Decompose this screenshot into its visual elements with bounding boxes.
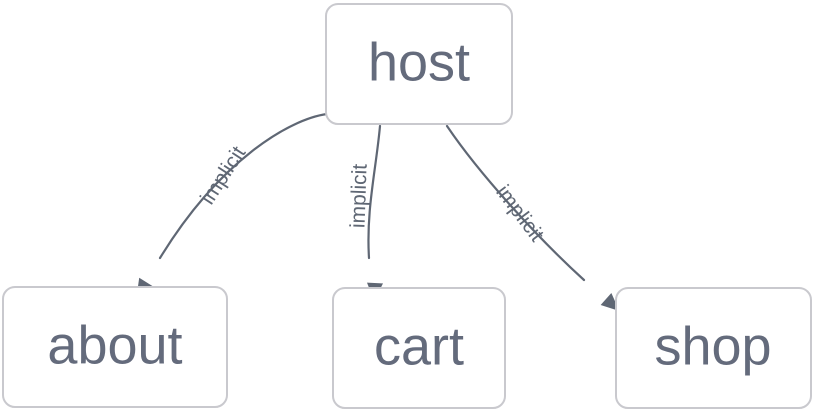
edge-label-host-shop: implicit bbox=[491, 181, 548, 246]
node-about-label: about bbox=[47, 315, 182, 375]
edge-path-host-about bbox=[158, 112, 329, 260]
nodes-layer: host about cart shop bbox=[2, 3, 812, 409]
node-cart[interactable]: cart bbox=[332, 287, 506, 409]
edge-label-host-about: implicit bbox=[196, 142, 250, 208]
node-host-label: host bbox=[368, 32, 470, 92]
edge-path-host-shop bbox=[445, 124, 586, 282]
node-cart-rect bbox=[332, 287, 506, 409]
edge-label-host-cart: implicit bbox=[346, 163, 371, 228]
edge-path-host-cart bbox=[367, 124, 382, 260]
node-host[interactable]: host bbox=[325, 3, 513, 125]
node-about-rect bbox=[2, 286, 228, 408]
arrowhead-host-shop bbox=[600, 293, 620, 312]
node-host-rect bbox=[325, 3, 513, 125]
node-shop-label: shop bbox=[654, 316, 771, 376]
edge-host-about[interactable]: implicit bbox=[130, 112, 329, 302]
edge-host-cart[interactable]: implicit bbox=[346, 124, 383, 301]
node-cart-label: cart bbox=[374, 316, 464, 376]
node-shop[interactable]: shop bbox=[615, 287, 812, 409]
node-shop-rect bbox=[615, 287, 812, 409]
node-about[interactable]: about bbox=[2, 286, 228, 408]
